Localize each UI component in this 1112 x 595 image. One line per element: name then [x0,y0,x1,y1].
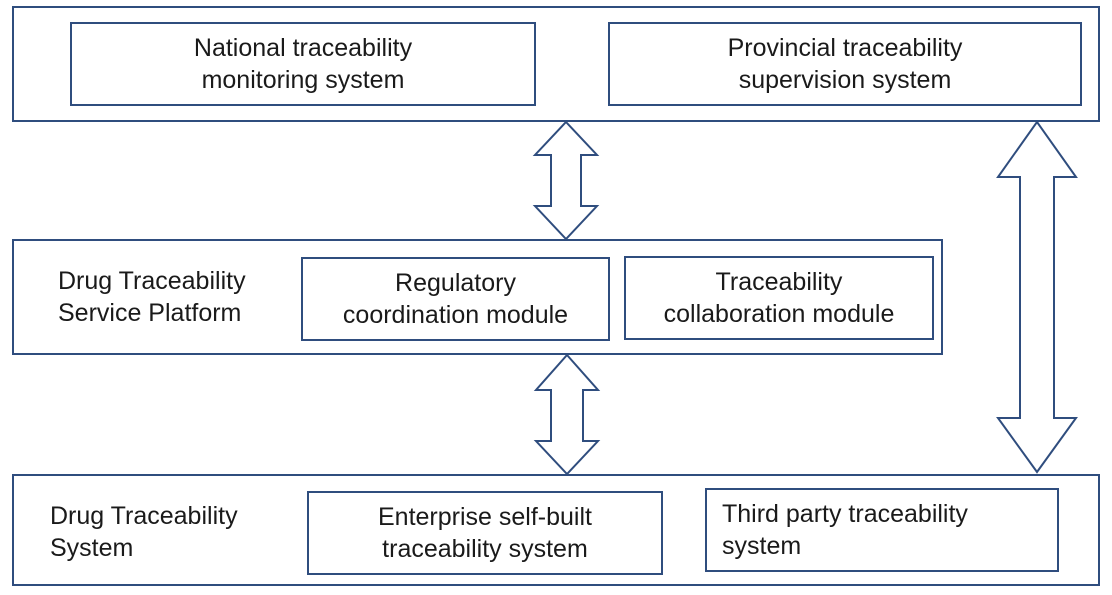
regulatory-line-1: Regulatory [395,269,516,297]
third-party-system-box [705,488,1059,572]
enterprise-system-label: Enterprise self-built traceability syste… [307,491,663,575]
traceability-collaboration-box [624,256,934,340]
provincial-line-1: Provincial traceability [727,34,963,62]
platform-line-2: Service Platform [58,299,242,327]
drug-system-label: Drug Traceability System [50,490,300,574]
provincial-supervision-box [608,22,1082,106]
enterprise-system-box [307,491,663,575]
third-party-line-1: Third party traceability [722,500,968,528]
national-monitoring-label: National traceability monitoring system [70,22,536,106]
drug-system-line-2: System [50,534,134,562]
regulatory-coordination-box [301,257,610,341]
collaboration-line-2: collaboration module [663,300,895,328]
top-bottom-double-arrow [996,120,1078,474]
regulatory-line-2: coordination module [342,301,569,329]
provincial-supervision-label: Provincial traceability supervision syst… [608,22,1082,106]
enterprise-line-2: traceability system [382,535,588,563]
national-line-1: National traceability [193,34,413,62]
drug-system-line-1: Drug Traceability [50,502,238,530]
traceability-collaboration-label: Traceability collaboration module [624,256,934,340]
regulatory-coordination-label: Regulatory coordination module [301,257,610,341]
top-middle-double-arrow [532,120,600,241]
enterprise-line-1: Enterprise self-built [378,503,592,531]
platform-label: Drug Traceability Service Platform [58,255,293,339]
national-line-2: monitoring system [201,66,405,94]
middle-bottom-double-arrow [533,353,601,476]
collaboration-line-1: Traceability [715,268,843,296]
provincial-line-2: supervision system [738,66,952,94]
third-party-system-label: Third party traceability system [722,488,1052,572]
platform-line-1: Drug Traceability [58,267,246,295]
national-monitoring-box [70,22,536,106]
third-party-line-2: system [722,532,802,560]
